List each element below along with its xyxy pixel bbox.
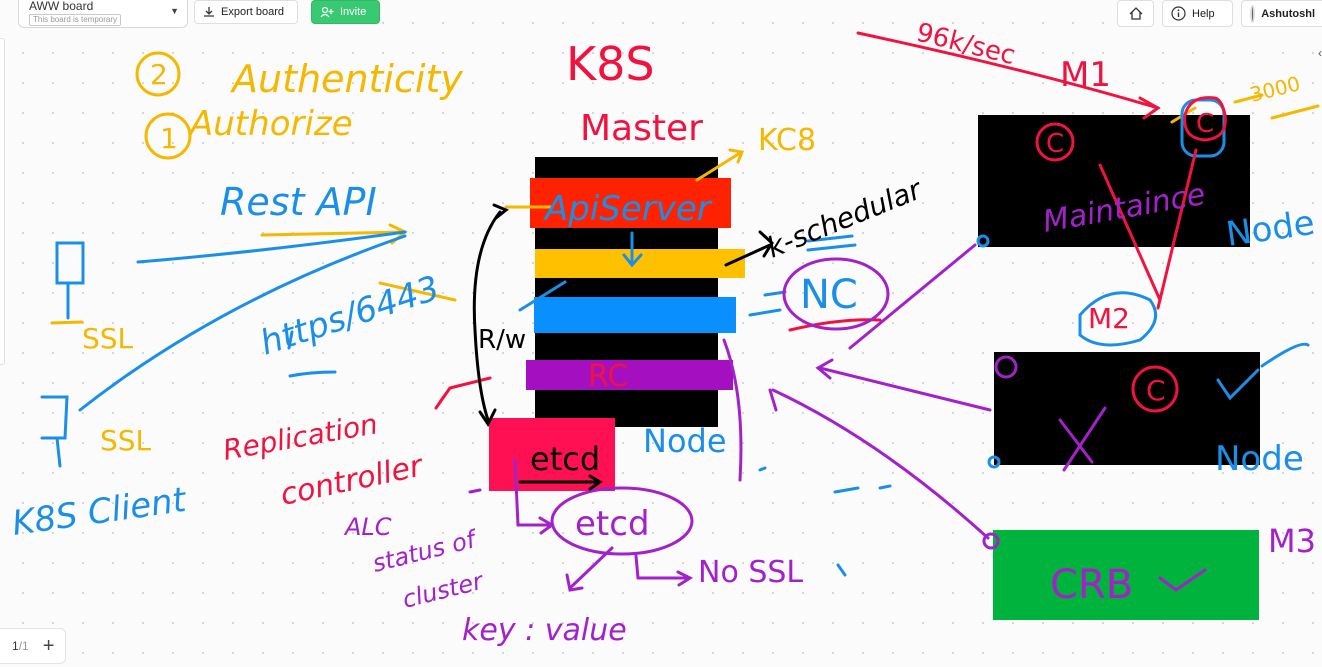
plus-icon[interactable]: + [42, 635, 55, 657]
page-indicator: 1/1 [12, 639, 29, 653]
rest-api-label: Rest API [220, 180, 377, 224]
authorize-label: Authorize [188, 104, 353, 144]
node-m1-block [978, 115, 1250, 247]
red-strokes [434, 31, 1227, 413]
purple-strokes [468, 243, 1207, 592]
left-toolbar-edge[interactable] [0, 38, 5, 365]
help-button[interactable]: Help [1162, 0, 1233, 27]
m1-label: M1 [1060, 55, 1111, 95]
controller-label: controller [277, 448, 427, 512]
no-ssl-label: No SSL [698, 555, 803, 590]
board-title: AWW board [29, 0, 94, 13]
info-icon [1171, 6, 1186, 21]
ssl-label-2: SSL [100, 424, 152, 457]
k8s-client-label: K8S Client [10, 480, 190, 544]
invite-label: Invite [340, 6, 367, 18]
k8s-title: K8S [566, 37, 655, 91]
m2-label: M2 [1088, 302, 1130, 335]
rc-label: RC [588, 359, 628, 394]
node-m2-label: Node [1215, 439, 1304, 479]
api-server-bar [530, 178, 731, 228]
export-board-label: Export board [221, 6, 284, 18]
master-label: Master [580, 108, 703, 149]
kc8-label: KC8 [758, 123, 816, 158]
user-menu[interactable]: Ashutoshl [1241, 0, 1322, 27]
node-m3-block [993, 530, 1259, 620]
home-icon [1129, 7, 1143, 20]
alc-label: ALC [343, 513, 392, 541]
invite-button[interactable]: Invite [311, 0, 380, 24]
auth-step-1: 1 [160, 122, 178, 155]
key-value-label: key : value [462, 613, 627, 648]
orange-strokes [50, 51, 1320, 325]
etcd-bubble-label: etcd [575, 504, 650, 544]
chevron-left-icon[interactable]: ‹ [1318, 46, 1322, 60]
c-label-2: C [1196, 109, 1214, 139]
black-strokes [472, 203, 774, 491]
replication-controller-bar [526, 360, 733, 390]
add-user-icon [320, 6, 334, 18]
crb-label: CRB [1050, 562, 1133, 608]
m3-label: M3 [1268, 522, 1316, 560]
c-label-3: C [1146, 374, 1166, 407]
ssl-label-1: SSL [82, 322, 134, 355]
authenticity-label: Authenticity [229, 57, 463, 101]
export-board-button[interactable]: Export board [194, 0, 298, 24]
page-navigator: 1/1 + [0, 628, 66, 664]
etcd-block-label: etcd [530, 440, 600, 478]
temporary-board-badge: This board is temporary [29, 14, 122, 26]
replication-label: Replication [220, 407, 380, 467]
auth-step-2: 2 [150, 58, 168, 91]
current-page: 1 [12, 639, 19, 653]
node-controller-bar [534, 297, 736, 333]
chevron-down-icon: ▼ [170, 6, 179, 16]
master-node-label: Node [643, 422, 727, 460]
api-server-label: ApiServer [543, 189, 713, 229]
rate-label: 96k/sec [913, 18, 1018, 71]
cluster-label: cluster [400, 566, 488, 613]
node-m2-block [994, 352, 1260, 465]
c-label-1: C [1046, 129, 1064, 159]
read-write-label: R/w [478, 325, 526, 355]
timeout-label: 3000 [1247, 71, 1302, 107]
k-scheduler-label: k-schedular [762, 172, 927, 264]
user-name: Ashutoshl [1261, 7, 1315, 20]
board-title-menu[interactable]: AWW board This board is temporary ▼ [18, 0, 188, 28]
total-pages: 1 [22, 639, 29, 653]
download-icon [203, 6, 215, 18]
user-avatar [1250, 4, 1256, 23]
node-controller-label: NC [800, 272, 858, 318]
help-label: Help [1192, 7, 1215, 20]
https-port-label: https/6443 [255, 268, 444, 363]
scheduler-bar [535, 249, 745, 278]
page-separator: / [18, 639, 23, 653]
home-button[interactable] [1117, 0, 1154, 27]
blue-strokes [40, 98, 1310, 577]
